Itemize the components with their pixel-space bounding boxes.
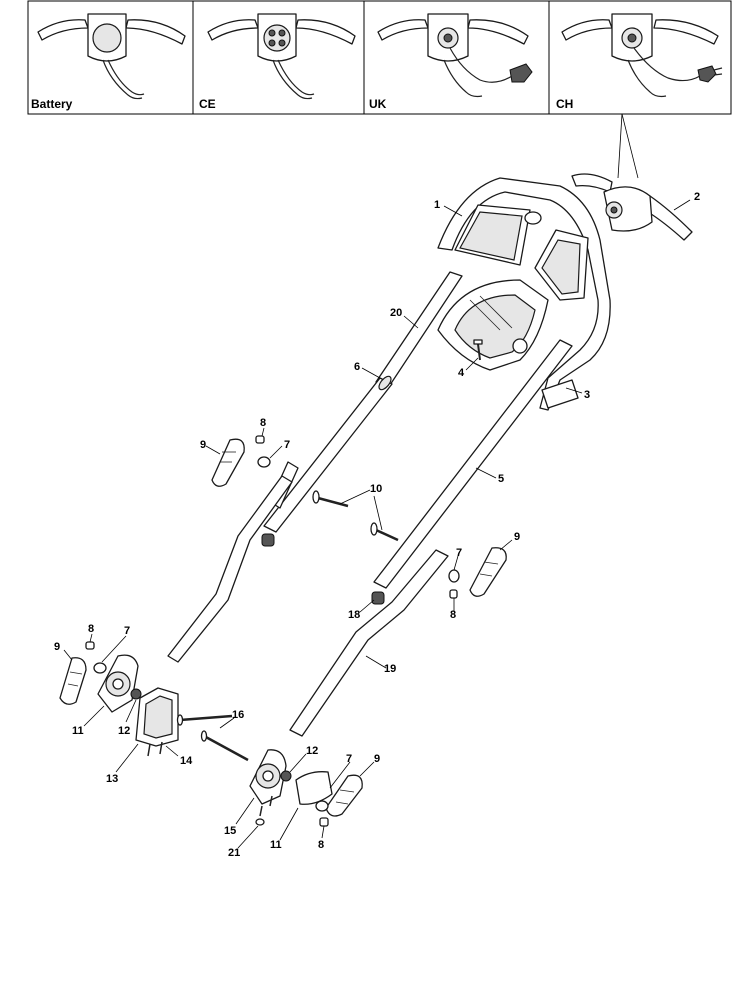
- screw-4: [473, 339, 483, 361]
- callout-7b: 7: [456, 547, 462, 559]
- callout-8a: 8: [260, 417, 266, 429]
- callout-7d: 7: [346, 753, 352, 765]
- callout-8c: 8: [88, 623, 94, 635]
- callout-4: 4: [458, 367, 465, 379]
- knob-9-upper-left: [211, 438, 245, 487]
- tube-5: [373, 339, 573, 589]
- height-adjuster-right: [249, 749, 333, 826]
- callout-3: 3: [584, 389, 590, 401]
- callout-7a: 7: [284, 439, 290, 451]
- tube-6: [263, 375, 393, 533]
- callout-11a: 11: [72, 725, 84, 737]
- panel-label-battery: Battery: [31, 97, 73, 111]
- callout-8b: 8: [450, 609, 456, 621]
- panel-label-ce: CE: [199, 97, 216, 111]
- callout-16: 16: [232, 709, 244, 721]
- nut-8a: [255, 435, 265, 444]
- washer-7a: [257, 456, 271, 468]
- height-adjuster-left: [97, 654, 179, 757]
- lower-tube-left: [167, 475, 293, 663]
- callout-5: 5: [498, 473, 504, 485]
- callout-12a: 12: [118, 725, 130, 737]
- panel-uk: UK: [369, 13, 533, 111]
- callout-18: 18: [348, 609, 360, 621]
- callout-19: 19: [384, 663, 396, 675]
- callout-13: 13: [106, 773, 118, 785]
- leader-lines: [63, 199, 691, 849]
- panel-label-uk: UK: [369, 97, 387, 111]
- callout-7c: 7: [124, 625, 130, 637]
- callout-11b: 11: [270, 839, 282, 851]
- bolt-10b: [370, 522, 399, 542]
- callout-8d: 8: [318, 839, 324, 851]
- switch-box: [571, 173, 693, 241]
- bolt-10a: [312, 490, 349, 508]
- callout-15: 15: [224, 825, 236, 837]
- washer-7c: [93, 662, 107, 674]
- callout-9d: 9: [374, 753, 380, 765]
- callout-2: 2: [694, 191, 700, 203]
- bolt-16b: [200, 730, 249, 762]
- callout-12b: 12: [306, 745, 318, 757]
- knob-9-lower-right: [325, 774, 363, 817]
- callout-9c: 9: [54, 641, 60, 653]
- callout-14: 14: [180, 755, 193, 767]
- panel-label-ch: CH: [556, 97, 573, 111]
- plug-left: [261, 533, 275, 547]
- plug-18: [371, 591, 385, 605]
- callout-labels: 1 2 3 4 5 6 20 8 7 9 10 9 7 8 18 19 8 7 …: [54, 191, 700, 859]
- nut-8b: [449, 589, 458, 599]
- panel-ch: CH: [556, 13, 723, 111]
- variant-panels: Battery CE UK: [27, 0, 732, 115]
- bolt-16a: [176, 714, 233, 726]
- knob-9-lower-left: [59, 657, 87, 705]
- callout-20: 20: [390, 307, 402, 319]
- panel-ce: CE: [199, 13, 356, 111]
- nut-8c: [85, 641, 95, 650]
- panel-battery: Battery: [31, 13, 186, 111]
- knob-9-right: [469, 547, 507, 597]
- callout-21: 21: [228, 847, 240, 859]
- washer-7d: [315, 800, 329, 812]
- callout-1: 1: [434, 199, 440, 211]
- callout-6: 6: [354, 361, 360, 373]
- nut-8d: [319, 817, 329, 827]
- lower-tube-19: [289, 549, 449, 737]
- cable-clip: [541, 379, 579, 409]
- callout-10: 10: [370, 483, 382, 495]
- callout-9a: 9: [200, 439, 206, 451]
- callout-9b: 9: [514, 531, 520, 543]
- washer-7b: [448, 569, 460, 583]
